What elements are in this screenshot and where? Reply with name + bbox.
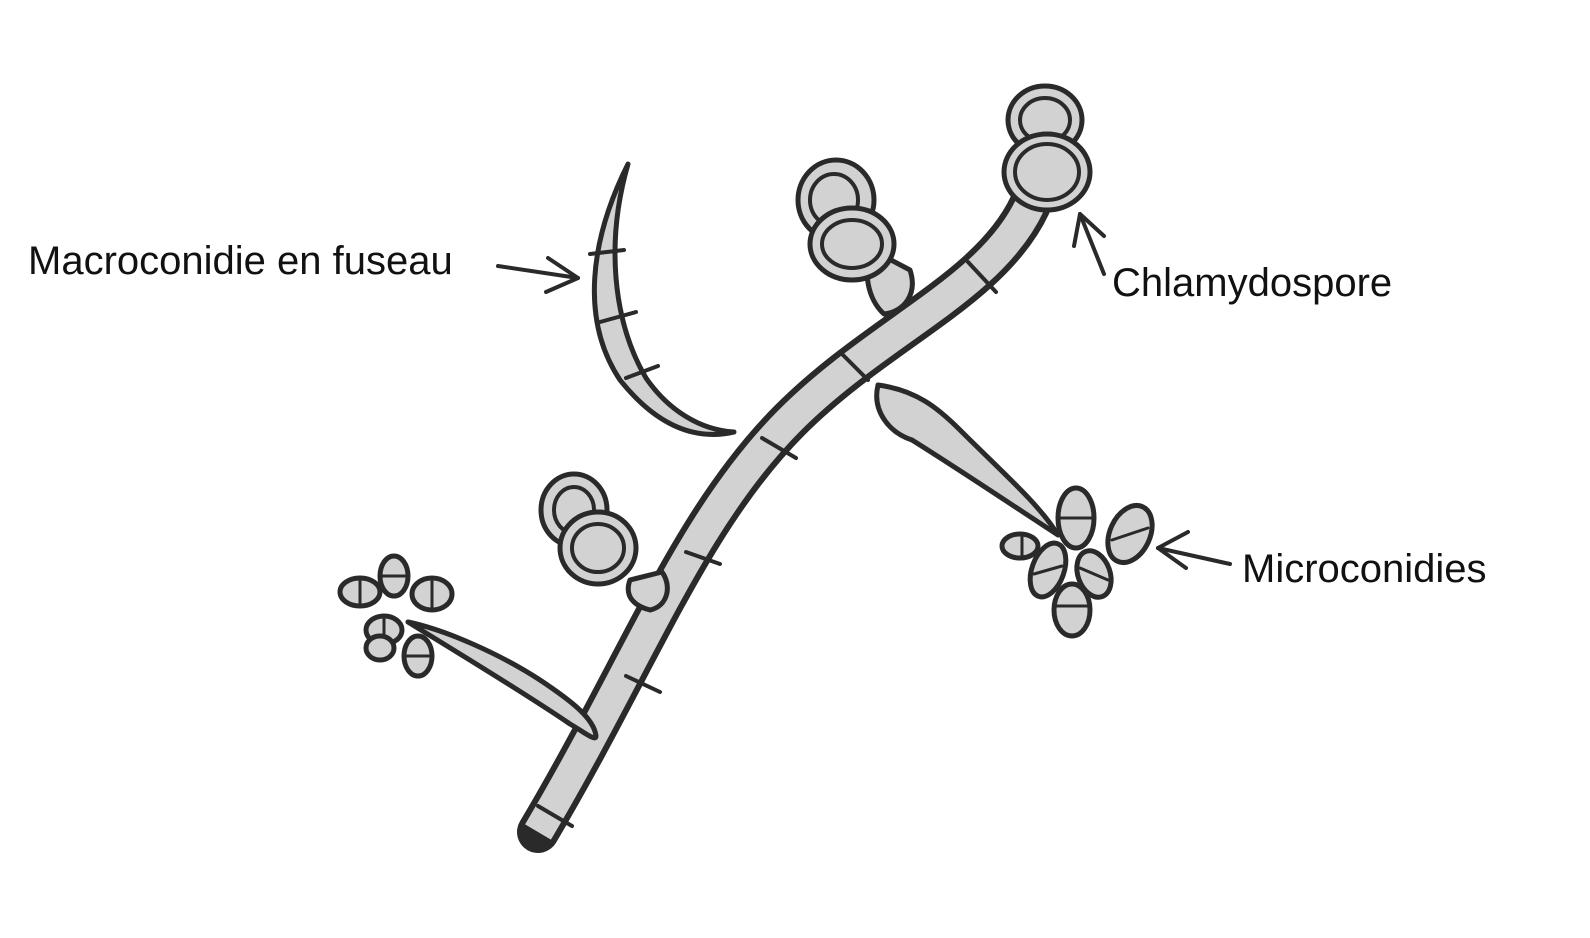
chlamydospore-lower xyxy=(538,471,670,613)
chlamydospore-tip xyxy=(1001,83,1093,213)
label-microconidia: Microconidies xyxy=(1242,547,1487,591)
arrow-microconidia xyxy=(1156,530,1232,570)
arrow-chlamydospore xyxy=(1072,212,1106,276)
microconidia-cluster-right xyxy=(999,485,1155,639)
label-macroconidia: Macroconidie en fuseau xyxy=(28,239,453,283)
phialide-right xyxy=(874,382,1061,538)
hypha-septa xyxy=(536,260,998,828)
phialide-left xyxy=(405,619,599,741)
chlamydospore-upper xyxy=(795,157,915,317)
microconidia-cluster-left xyxy=(337,553,455,679)
main-hypha xyxy=(517,184,1051,853)
label-chlamydospore: Chlamydospore xyxy=(1112,261,1392,305)
macroconidium xyxy=(588,161,737,437)
arrow-macroconidia xyxy=(496,256,580,294)
